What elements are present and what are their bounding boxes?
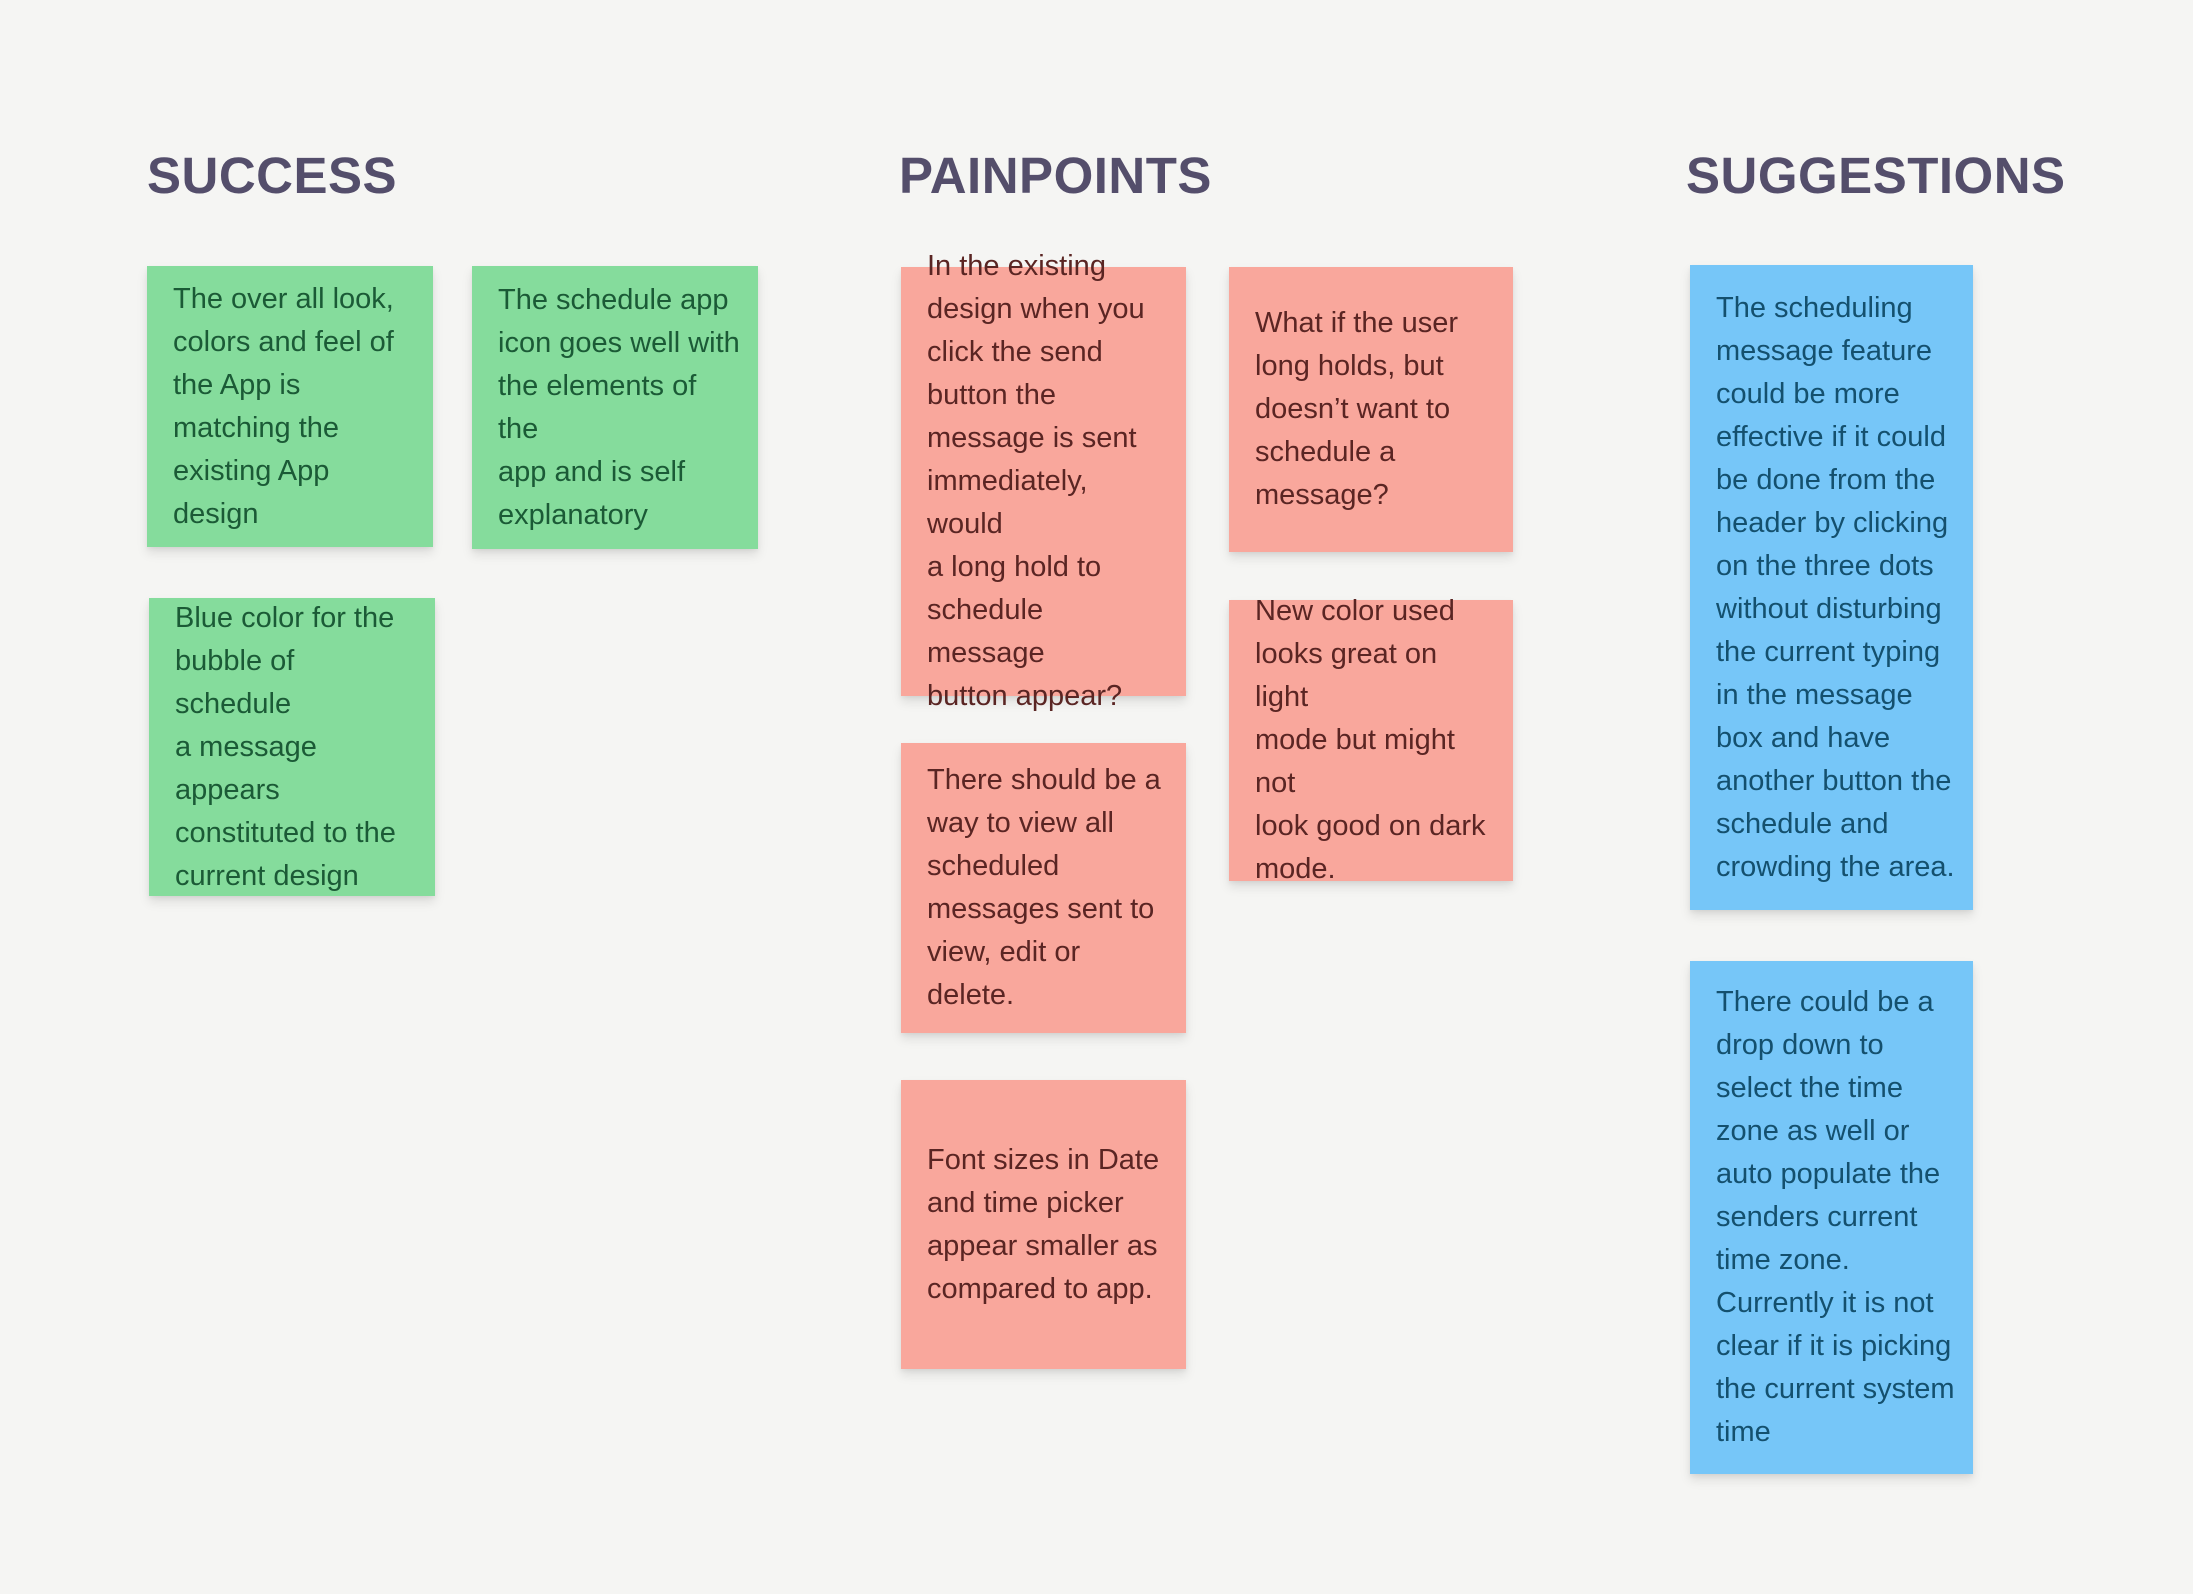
sticky-note-timezone-dropdown[interactable]: There could be a drop down to select the…: [1690, 961, 1973, 1474]
column-header-painpoints[interactable]: PAINPOINTS: [899, 147, 1212, 204]
sticky-note-text: What if the user long holds, but doesn’t…: [1255, 307, 1459, 511]
sticky-note-text: New color used looks great on light mode…: [1255, 595, 1486, 885]
sticky-note-text: There could be a drop down to select the…: [1716, 986, 1955, 1448]
sticky-note-font-sizes[interactable]: Font sizes in Date and time picker appea…: [901, 1080, 1186, 1369]
sticky-note-text: In the existing design when you click th…: [927, 250, 1145, 712]
sticky-note-overall-look[interactable]: The over all look, colors and feel of th…: [147, 266, 433, 547]
sticky-note-text: The over all look, colors and feel of th…: [173, 282, 394, 530]
sticky-note-dark-mode-color[interactable]: New color used looks great on light mode…: [1229, 595, 1513, 885]
sticky-note-send-button-long-hold[interactable]: In the existing design when you click th…: [901, 250, 1186, 712]
sticky-note-text: There should be a way to view all schedu…: [927, 764, 1161, 1011]
sticky-note-user-long-holds[interactable]: What if the user long holds, but doesn’t…: [1229, 267, 1513, 552]
column-header-suggestions[interactable]: SUGGESTIONS: [1686, 147, 2066, 204]
sticky-note-text: The schedule app icon goes well with the…: [498, 283, 740, 531]
sticky-note-blue-bubble-color[interactable]: Blue color for the bubble of schedule a …: [149, 598, 435, 896]
sticky-note-text: Blue color for the bubble of schedule a …: [175, 601, 396, 892]
sticky-note-view-scheduled-messages[interactable]: There should be a way to view all schedu…: [901, 743, 1186, 1033]
sticky-note-text: The scheduling message feature could be …: [1716, 291, 1955, 883]
sticky-note-schedule-icon[interactable]: The schedule app icon goes well with the…: [472, 266, 758, 549]
column-header-success[interactable]: SUCCESS: [147, 147, 398, 204]
sticky-note-text: Font sizes in Date and time picker appea…: [927, 1143, 1160, 1305]
sticky-note-header-three-dots[interactable]: The scheduling message feature could be …: [1690, 265, 1973, 910]
